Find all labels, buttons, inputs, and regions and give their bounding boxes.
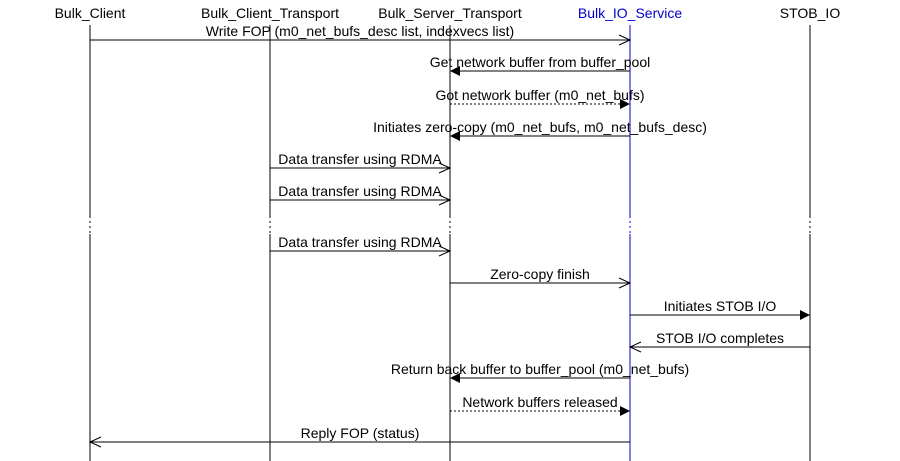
- message-label: Got network buffer (m0_net_bufs): [435, 87, 644, 103]
- arrowhead-open-icon: [438, 245, 452, 257]
- arrowhead-open-icon: [438, 194, 452, 206]
- message-label: STOB I/O completes: [656, 330, 784, 346]
- arrowhead-filled-icon: [800, 310, 810, 320]
- message-label: Write FOP (m0_net_bufs_desc list, indexv…: [206, 23, 514, 39]
- message-label: Get network buffer from buffer_pool: [430, 54, 651, 70]
- message-label: Reply FOP (status): [301, 425, 420, 441]
- message-4: Initiates zero-copy (m0_net_bufs, m0_net…: [373, 119, 707, 141]
- message-6: Data transfer using RDMA: [270, 183, 452, 206]
- message-1: Write FOP (m0_net_bufs_desc list, indexv…: [90, 23, 632, 46]
- message-12: Network buffers released: [450, 394, 630, 416]
- message-label: Initiates STOB I/O: [664, 298, 777, 314]
- arrowhead-open-icon: [618, 277, 632, 289]
- message-label: Return back buffer to buffer_pool (m0_ne…: [391, 361, 689, 377]
- message-5: Data transfer using RDMA: [270, 151, 452, 174]
- message-8: Zero-copy finish: [450, 266, 632, 289]
- arrowhead-filled-icon: [450, 131, 460, 141]
- message-label: Data transfer using RDMA: [278, 183, 442, 199]
- arrowhead-open-icon: [628, 341, 642, 353]
- message-label: Initiates zero-copy (m0_net_bufs, m0_net…: [373, 119, 707, 135]
- message-13: Reply FOP (status): [88, 425, 630, 448]
- message-label: Network buffers released: [462, 394, 617, 410]
- message-label: Data transfer using RDMA: [278, 234, 442, 250]
- arrowhead-filled-icon: [620, 99, 630, 109]
- message-2: Get network buffer from buffer_pool: [430, 54, 651, 76]
- arrowhead-open-icon: [88, 436, 102, 448]
- participant-label-bulk-client-transport: Bulk_Client_Transport: [201, 5, 339, 21]
- participant-label-bulk-io-service: Bulk_IO_Service: [578, 5, 682, 21]
- participant-label-stob-io: STOB_IO: [780, 5, 841, 21]
- arrowhead-filled-icon: [620, 406, 630, 416]
- message-11: Return back buffer to buffer_pool (m0_ne…: [391, 361, 689, 383]
- participant-label-bulk-server-transport: Bulk_Server_Transport: [378, 5, 522, 21]
- message-10: STOB I/O completes: [628, 330, 810, 353]
- arrowhead-filled-icon: [450, 66, 460, 76]
- message-9: Initiates STOB I/O: [630, 298, 810, 320]
- participant-headers: Bulk_Client Bulk_Client_Transport Bulk_Ser…: [55, 5, 841, 21]
- arrowhead-open-icon: [618, 34, 632, 46]
- message-label: Data transfer using RDMA: [278, 151, 442, 167]
- arrowhead-filled-icon: [450, 373, 460, 383]
- message-7: Data transfer using RDMA: [270, 234, 452, 257]
- message-label: Zero-copy finish: [490, 266, 590, 282]
- arrowhead-open-icon: [438, 162, 452, 174]
- messages: Write FOP (m0_net_bufs_desc list, indexv…: [88, 23, 810, 448]
- participant-label-bulk-client: Bulk_Client: [55, 5, 126, 21]
- message-3: Got network buffer (m0_net_bufs): [435, 87, 645, 109]
